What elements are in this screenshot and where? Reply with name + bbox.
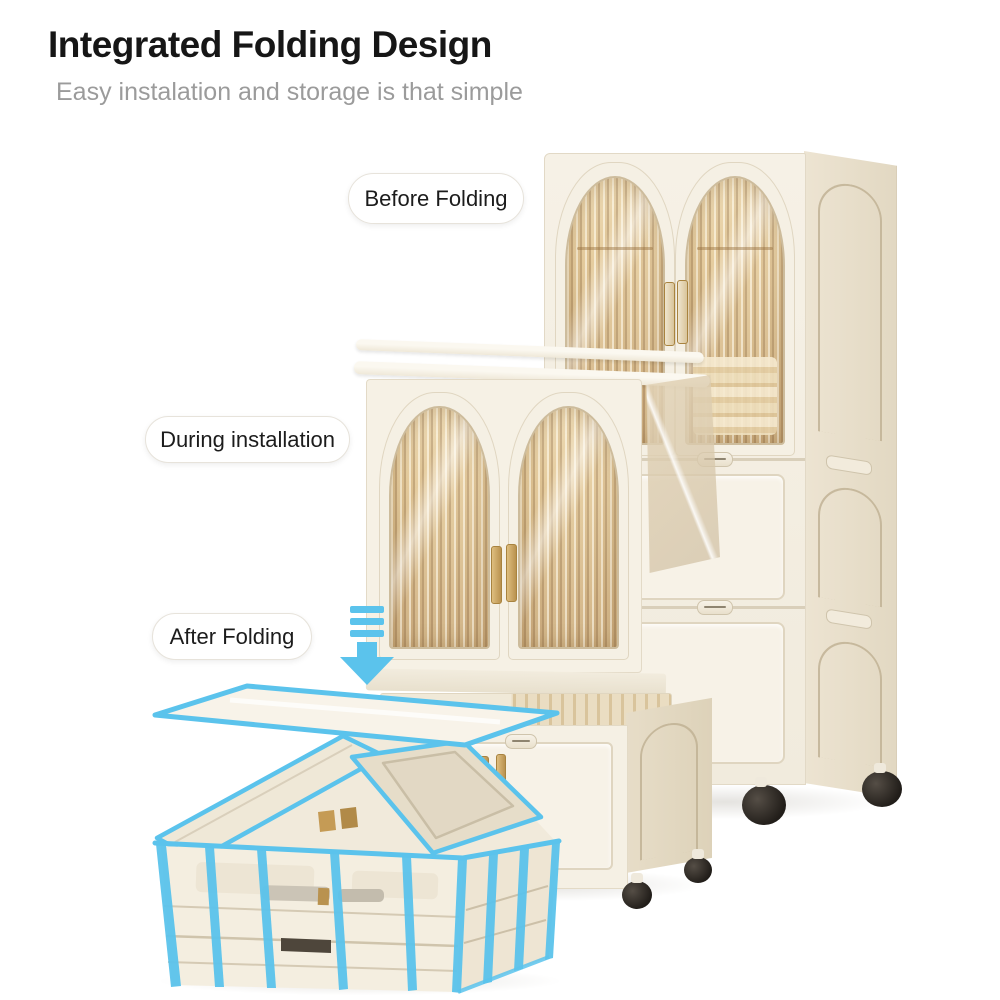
door-handle	[506, 544, 517, 602]
gold-hinge	[340, 807, 358, 829]
slot-opening	[281, 938, 331, 953]
gold-hinge	[317, 887, 330, 906]
fluted-glass-window	[389, 406, 490, 649]
cabinet-front-face	[366, 379, 642, 673]
folded-side-panel	[646, 375, 720, 573]
caster-wheel	[742, 777, 786, 825]
cabinet-side-face	[804, 151, 897, 798]
stack-right-face	[457, 843, 557, 992]
side-arch-emboss	[818, 483, 882, 608]
striped-down-arrow-icon	[338, 606, 396, 685]
after-folding-exploded-view	[152, 683, 562, 994]
glass-door-left	[379, 392, 500, 660]
gold-hinge	[318, 810, 336, 832]
lid-emboss	[381, 750, 515, 840]
latch-clip	[505, 734, 537, 749]
lid-sheen	[229, 697, 501, 725]
arrow-head	[340, 657, 394, 685]
page-subtitle: Easy instalation and storage is that sim…	[56, 78, 523, 106]
floating-flat-lid	[152, 683, 560, 748]
slab-seam	[463, 919, 547, 944]
stage-label-text: Before Folding	[364, 185, 508, 211]
arrow-shaft	[357, 642, 377, 657]
side-arch-emboss	[640, 718, 698, 861]
caster-wheel	[684, 849, 712, 883]
wireframe-bottom-edge	[457, 955, 550, 994]
fluted-glass-window	[518, 406, 619, 649]
arrow-stripe	[350, 630, 384, 637]
wireframe-stripes	[156, 842, 560, 993]
slide-latch	[261, 885, 331, 902]
stage-label-text: During installation	[160, 426, 335, 452]
stage-label-before-folding: Before Folding	[348, 173, 524, 224]
lower-box-side-face	[626, 697, 712, 873]
slab-seam	[465, 885, 549, 911]
page-title: Integrated Folding Design	[48, 24, 492, 65]
opened-lid-edge	[355, 339, 704, 364]
lid-seam-line	[174, 744, 353, 843]
side-latch-clip	[826, 608, 872, 630]
door-handle	[664, 282, 675, 346]
side-arch-emboss	[818, 637, 882, 768]
stage-label-after-folding: After Folding	[152, 613, 312, 660]
stage-label-text: After Folding	[169, 623, 295, 649]
stage-label-during-installation: During installation	[145, 416, 350, 463]
stack-seam	[545, 606, 805, 609]
arrow-stripe	[350, 606, 384, 613]
door-handle	[491, 546, 502, 604]
latch-clip	[697, 600, 733, 615]
caster-wheel	[862, 763, 902, 807]
arrow-stripe	[350, 618, 384, 625]
glass-door-right	[508, 392, 629, 660]
side-latch-clip	[826, 454, 872, 476]
side-arch-emboss	[818, 179, 882, 442]
slide-latch	[338, 889, 384, 902]
caster-wheel	[622, 873, 652, 909]
wireframe-top-edge	[152, 838, 562, 861]
door-handle	[677, 280, 688, 344]
